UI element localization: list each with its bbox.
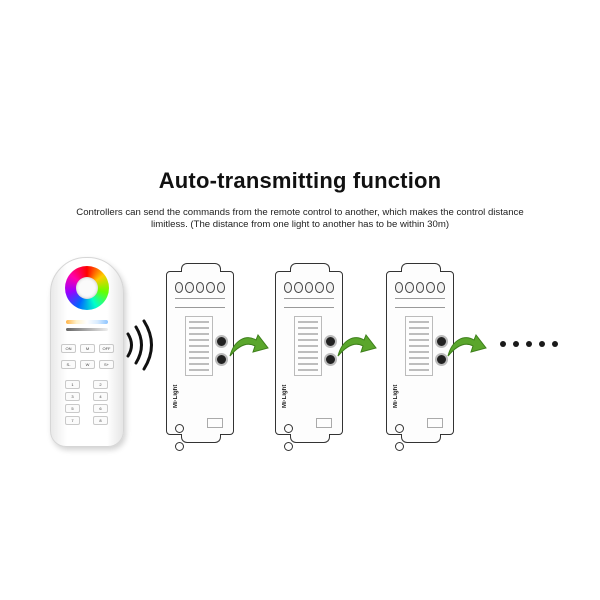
terminal-block bbox=[284, 282, 335, 296]
remote-button: 4 bbox=[93, 392, 108, 401]
page-title: Auto-transmitting function bbox=[158, 168, 442, 193]
remote-button: ON bbox=[61, 344, 76, 353]
wireless-signal-icon bbox=[126, 319, 153, 371]
remote-button: S+ bbox=[99, 360, 114, 369]
controller bbox=[166, 263, 234, 451]
controller-button bbox=[435, 335, 448, 348]
remote-button: 1 bbox=[65, 380, 80, 389]
controller-button bbox=[324, 335, 337, 348]
remote-button: S- bbox=[61, 360, 76, 369]
remote-button: OFF bbox=[99, 344, 114, 353]
controller bbox=[275, 263, 343, 451]
remote-control: ON M OFF S- W S+ 1 2 3 4 5 6 7 8 bbox=[50, 257, 124, 447]
color-wheel bbox=[65, 266, 109, 310]
controller-button bbox=[435, 353, 448, 366]
remote-button: 5 bbox=[65, 404, 80, 413]
page-description: Controllers can send the commands from t… bbox=[76, 207, 524, 230]
remote-button: M bbox=[80, 344, 95, 353]
ellipsis-dots-icon bbox=[500, 341, 558, 347]
brightness-bar bbox=[66, 328, 108, 331]
controller-button bbox=[215, 353, 228, 366]
color-temperature-bar bbox=[66, 320, 108, 324]
terminal-block bbox=[395, 282, 446, 296]
curved-arrow-icon bbox=[447, 333, 487, 357]
curved-arrow-icon bbox=[229, 333, 269, 357]
curved-arrow-icon bbox=[337, 333, 377, 357]
remote-button: 8 bbox=[93, 416, 108, 425]
brand-logo bbox=[393, 368, 403, 408]
spec-label bbox=[294, 316, 322, 376]
controller-button bbox=[324, 353, 337, 366]
remote-button: W bbox=[80, 360, 95, 369]
brand-logo bbox=[282, 368, 292, 408]
remote-button: 3 bbox=[65, 392, 80, 401]
remote-button: 7 bbox=[65, 416, 80, 425]
controller-button bbox=[215, 335, 228, 348]
spec-label bbox=[185, 316, 213, 376]
remote-button: 6 bbox=[93, 404, 108, 413]
spec-label bbox=[405, 316, 433, 376]
brand-logo bbox=[173, 368, 183, 408]
remote-button: 2 bbox=[93, 380, 108, 389]
terminal-block bbox=[175, 282, 226, 296]
controller bbox=[386, 263, 454, 451]
